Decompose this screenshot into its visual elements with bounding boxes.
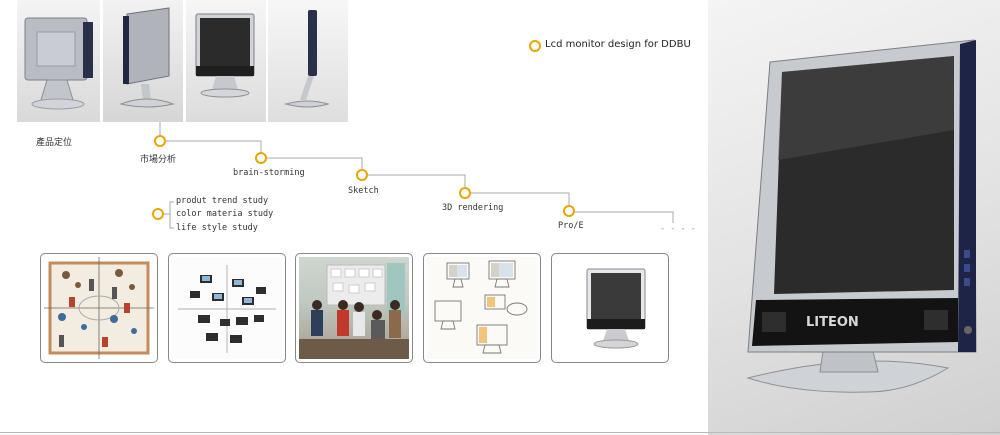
thumb-monitor-back: [17, 0, 100, 122]
card-brainstorming-photo: [295, 253, 413, 363]
subitem-trend: produt trend study: [176, 196, 269, 206]
subitem-lifestyle: life style study: [176, 223, 258, 233]
hero-monitor-photo: LITEON: [708, 0, 1000, 435]
step-label-proe: Pro/E: [558, 221, 584, 231]
step-ring-icon: [459, 187, 471, 199]
bottom-divider: [0, 432, 1000, 433]
card-lifestyle-board: [40, 253, 158, 363]
hero-brand-logo: LITEON: [806, 315, 859, 330]
step-ring-icon: [255, 152, 267, 164]
card-positioning-chart: [168, 253, 286, 363]
step-label-sketch: Sketch: [348, 186, 379, 196]
process-flow-lines: [159, 122, 674, 229]
card-rendering: [551, 253, 669, 363]
thumb-monitor-front: [186, 0, 266, 122]
thumb-monitor-side: [268, 0, 348, 122]
step-label-3d-rendering: 3D rendering: [442, 203, 504, 213]
subitem-ring-icon: [152, 208, 164, 220]
step-ring-icon: [356, 169, 368, 181]
step-label-brainstorming: brain-storming: [233, 168, 305, 178]
step-ring-icon: [154, 135, 166, 147]
thumb-monitor-rear-angle: [103, 0, 183, 122]
step-label-market: 市場分析: [140, 155, 177, 165]
step-ring-icon: [563, 205, 575, 217]
page-title: Lcd monitor design for DDBU: [545, 39, 691, 50]
process-start-label: 產品定位: [36, 138, 73, 148]
card-sketches: [423, 253, 541, 363]
subitem-color: color materia study: [176, 209, 274, 219]
process-trailing-dashes: - - - -: [660, 224, 696, 234]
title-bullet-icon: [529, 40, 541, 52]
